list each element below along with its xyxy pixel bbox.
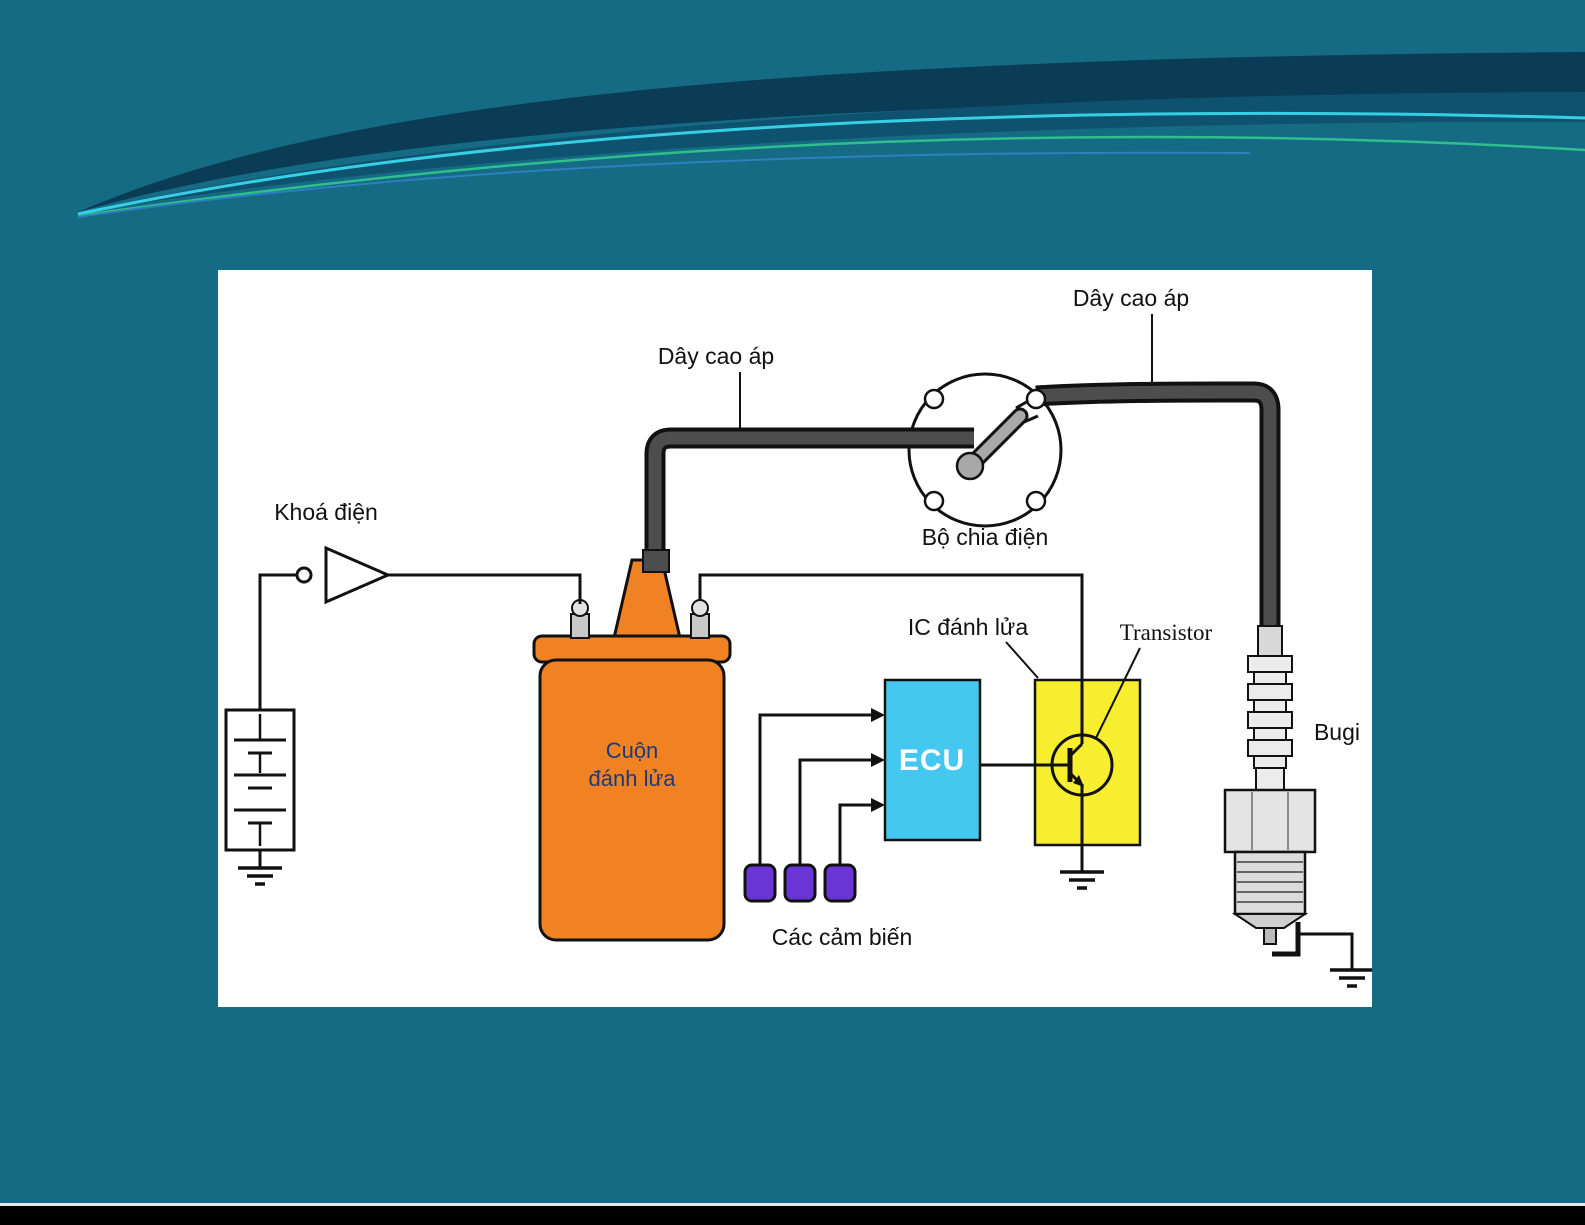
wire-plug-to-ground <box>1298 932 1354 970</box>
coil-terminal-right <box>690 599 710 639</box>
spark-plug <box>1223 625 1317 957</box>
top-wave-decoration <box>77 52 1585 218</box>
transistor-symbol <box>1050 733 1114 797</box>
coil-cap <box>532 634 732 664</box>
ignition-system-diagram: Cuộn đánh lửa ECU <box>224 285 1374 988</box>
diagram-panel: Cuộn đánh lửa ECU <box>218 270 1374 1007</box>
coil-body <box>538 658 726 942</box>
label-distributor: Bộ chia điện <box>922 524 1049 550</box>
coil-cable-collar <box>642 549 670 573</box>
hv-cable-distributor-to-plug <box>1035 381 1281 630</box>
sensor-2 <box>783 863 817 903</box>
distributor-cap-contacts <box>923 388 1047 512</box>
spark-plug-ground-symbol <box>1330 968 1374 988</box>
sensor-1 <box>743 863 777 903</box>
wire-battery-to-switch <box>258 573 297 710</box>
wave-band-mid <box>78 92 1585 213</box>
slide-footer-line <box>0 1203 1585 1206</box>
spark-plug-hex-nut <box>1223 788 1317 854</box>
label-igniter: IC đánh lửa <box>908 614 1028 640</box>
pointer-igniter <box>1005 641 1039 679</box>
transistor-ground-symbol <box>1060 870 1104 890</box>
ignition-switch-symbol <box>295 545 392 605</box>
wire-sensor3-to-ecu <box>838 803 873 865</box>
label-ignition-switch: Khoá điện <box>274 499 378 525</box>
wire-sensor1-to-ecu <box>758 713 873 865</box>
wave-band-dark <box>78 52 1585 212</box>
pointer-transistor <box>1095 647 1141 739</box>
ignition-coil: Cuộn đánh lửa <box>532 549 732 942</box>
label-spark-plug: Bugi <box>1314 719 1360 745</box>
ecu-box: ECU <box>883 678 982 842</box>
wire-sensor2-to-ecu <box>798 758 873 865</box>
circuit-wires <box>258 573 1354 970</box>
label-transistor: Transistor <box>1120 620 1213 645</box>
coil-label-line1: Cuộn <box>606 738 659 763</box>
spark-plug-taper <box>1231 913 1309 929</box>
label-high-voltage-wire-right: Dây cao áp <box>1073 285 1189 311</box>
battery-ground-symbol <box>238 850 282 886</box>
coil-terminal-left <box>570 599 590 639</box>
spark-plug-threads <box>1233 850 1307 916</box>
wave-curve-green <box>77 135 1585 218</box>
wire-coil-to-transistor <box>698 573 1084 744</box>
wire-switch-to-coil <box>388 573 582 604</box>
wave-curve-cyan <box>77 111 1585 216</box>
label-sensors: Các cảm biến <box>772 924 913 950</box>
spark-plug-insulator-ribs <box>1247 655 1293 791</box>
battery <box>224 708 296 852</box>
ecu-label: ECU <box>899 744 965 777</box>
label-high-voltage-wire-mid: Dây cao áp <box>658 343 774 369</box>
wave-curve-blue <box>77 151 1251 218</box>
sensor-3 <box>823 863 857 903</box>
spark-plug-center-electrode <box>1263 927 1277 945</box>
hv-cable-coil-to-distributor <box>644 427 974 570</box>
sensor-blocks <box>743 863 857 903</box>
diagram-labels: Dây cao áp Dây cao áp Khoá điện Bộ chia … <box>274 285 1360 950</box>
coil-label-line2: đánh lửa <box>589 766 677 791</box>
ecu-input-arrows <box>871 708 885 812</box>
